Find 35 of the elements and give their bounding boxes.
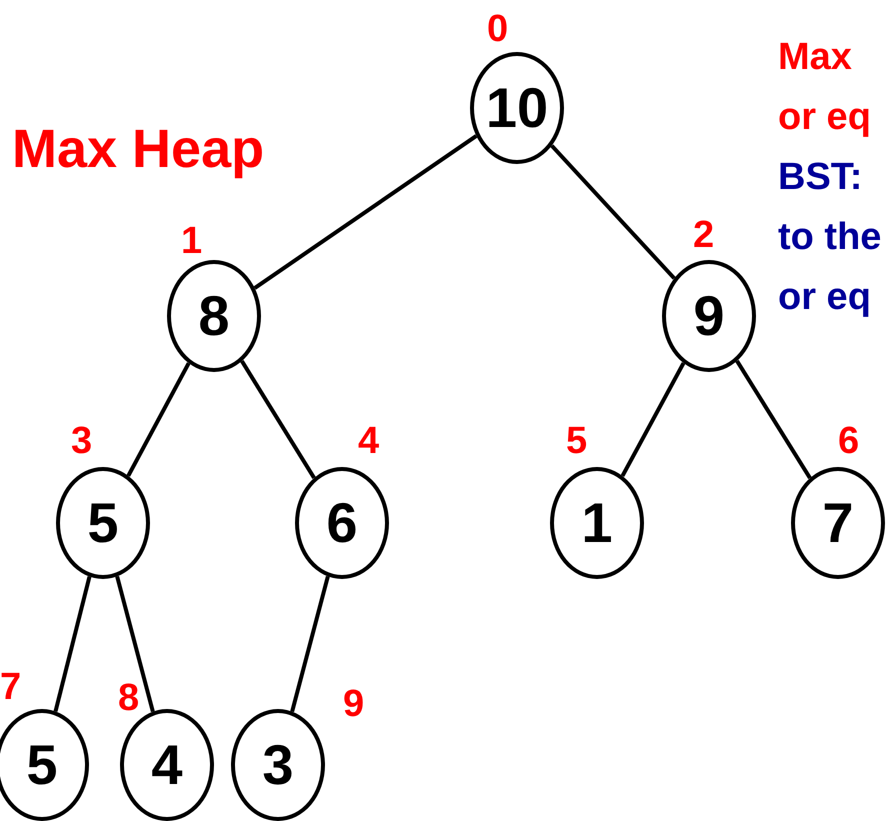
array-index-label: 2 xyxy=(693,216,714,254)
array-index-label: 3 xyxy=(71,422,92,460)
node-value: 6 xyxy=(326,495,358,551)
tree-edge xyxy=(54,576,92,712)
note-text: BST: xyxy=(778,158,862,196)
array-index-label: 7 xyxy=(0,668,22,706)
tree-edge xyxy=(290,576,330,712)
note-text: or eq xyxy=(778,278,871,316)
tree-edge xyxy=(550,144,676,280)
node-value: 1 xyxy=(581,495,613,551)
tree-edge xyxy=(126,362,190,477)
array-index-label: 9 xyxy=(343,685,364,723)
note-text: or eq xyxy=(778,98,871,136)
tree-edge xyxy=(620,362,686,477)
tree-edge xyxy=(115,576,155,712)
tree-edge xyxy=(240,360,316,479)
diagram-title: Max Heap xyxy=(12,122,264,176)
node-value: 9 xyxy=(693,288,725,344)
node-value: 4 xyxy=(151,737,183,793)
node-value: 10 xyxy=(486,80,548,136)
note-text: to the xyxy=(778,218,882,256)
note-text: Max xyxy=(778,38,852,76)
node-value: 5 xyxy=(26,737,58,793)
array-index-label: 8 xyxy=(118,679,140,717)
tree-edge xyxy=(254,134,478,290)
node-value: 8 xyxy=(198,288,230,344)
array-index-label: 0 xyxy=(487,10,508,48)
node-value: 5 xyxy=(87,495,119,551)
array-index-label: 6 xyxy=(838,422,860,460)
array-index-label: 4 xyxy=(358,422,380,460)
node-value: 3 xyxy=(262,737,294,793)
array-index-label: 5 xyxy=(566,422,588,460)
tree-edge xyxy=(735,360,812,480)
node-value: 7 xyxy=(822,495,854,551)
array-index-label: 1 xyxy=(181,222,202,260)
